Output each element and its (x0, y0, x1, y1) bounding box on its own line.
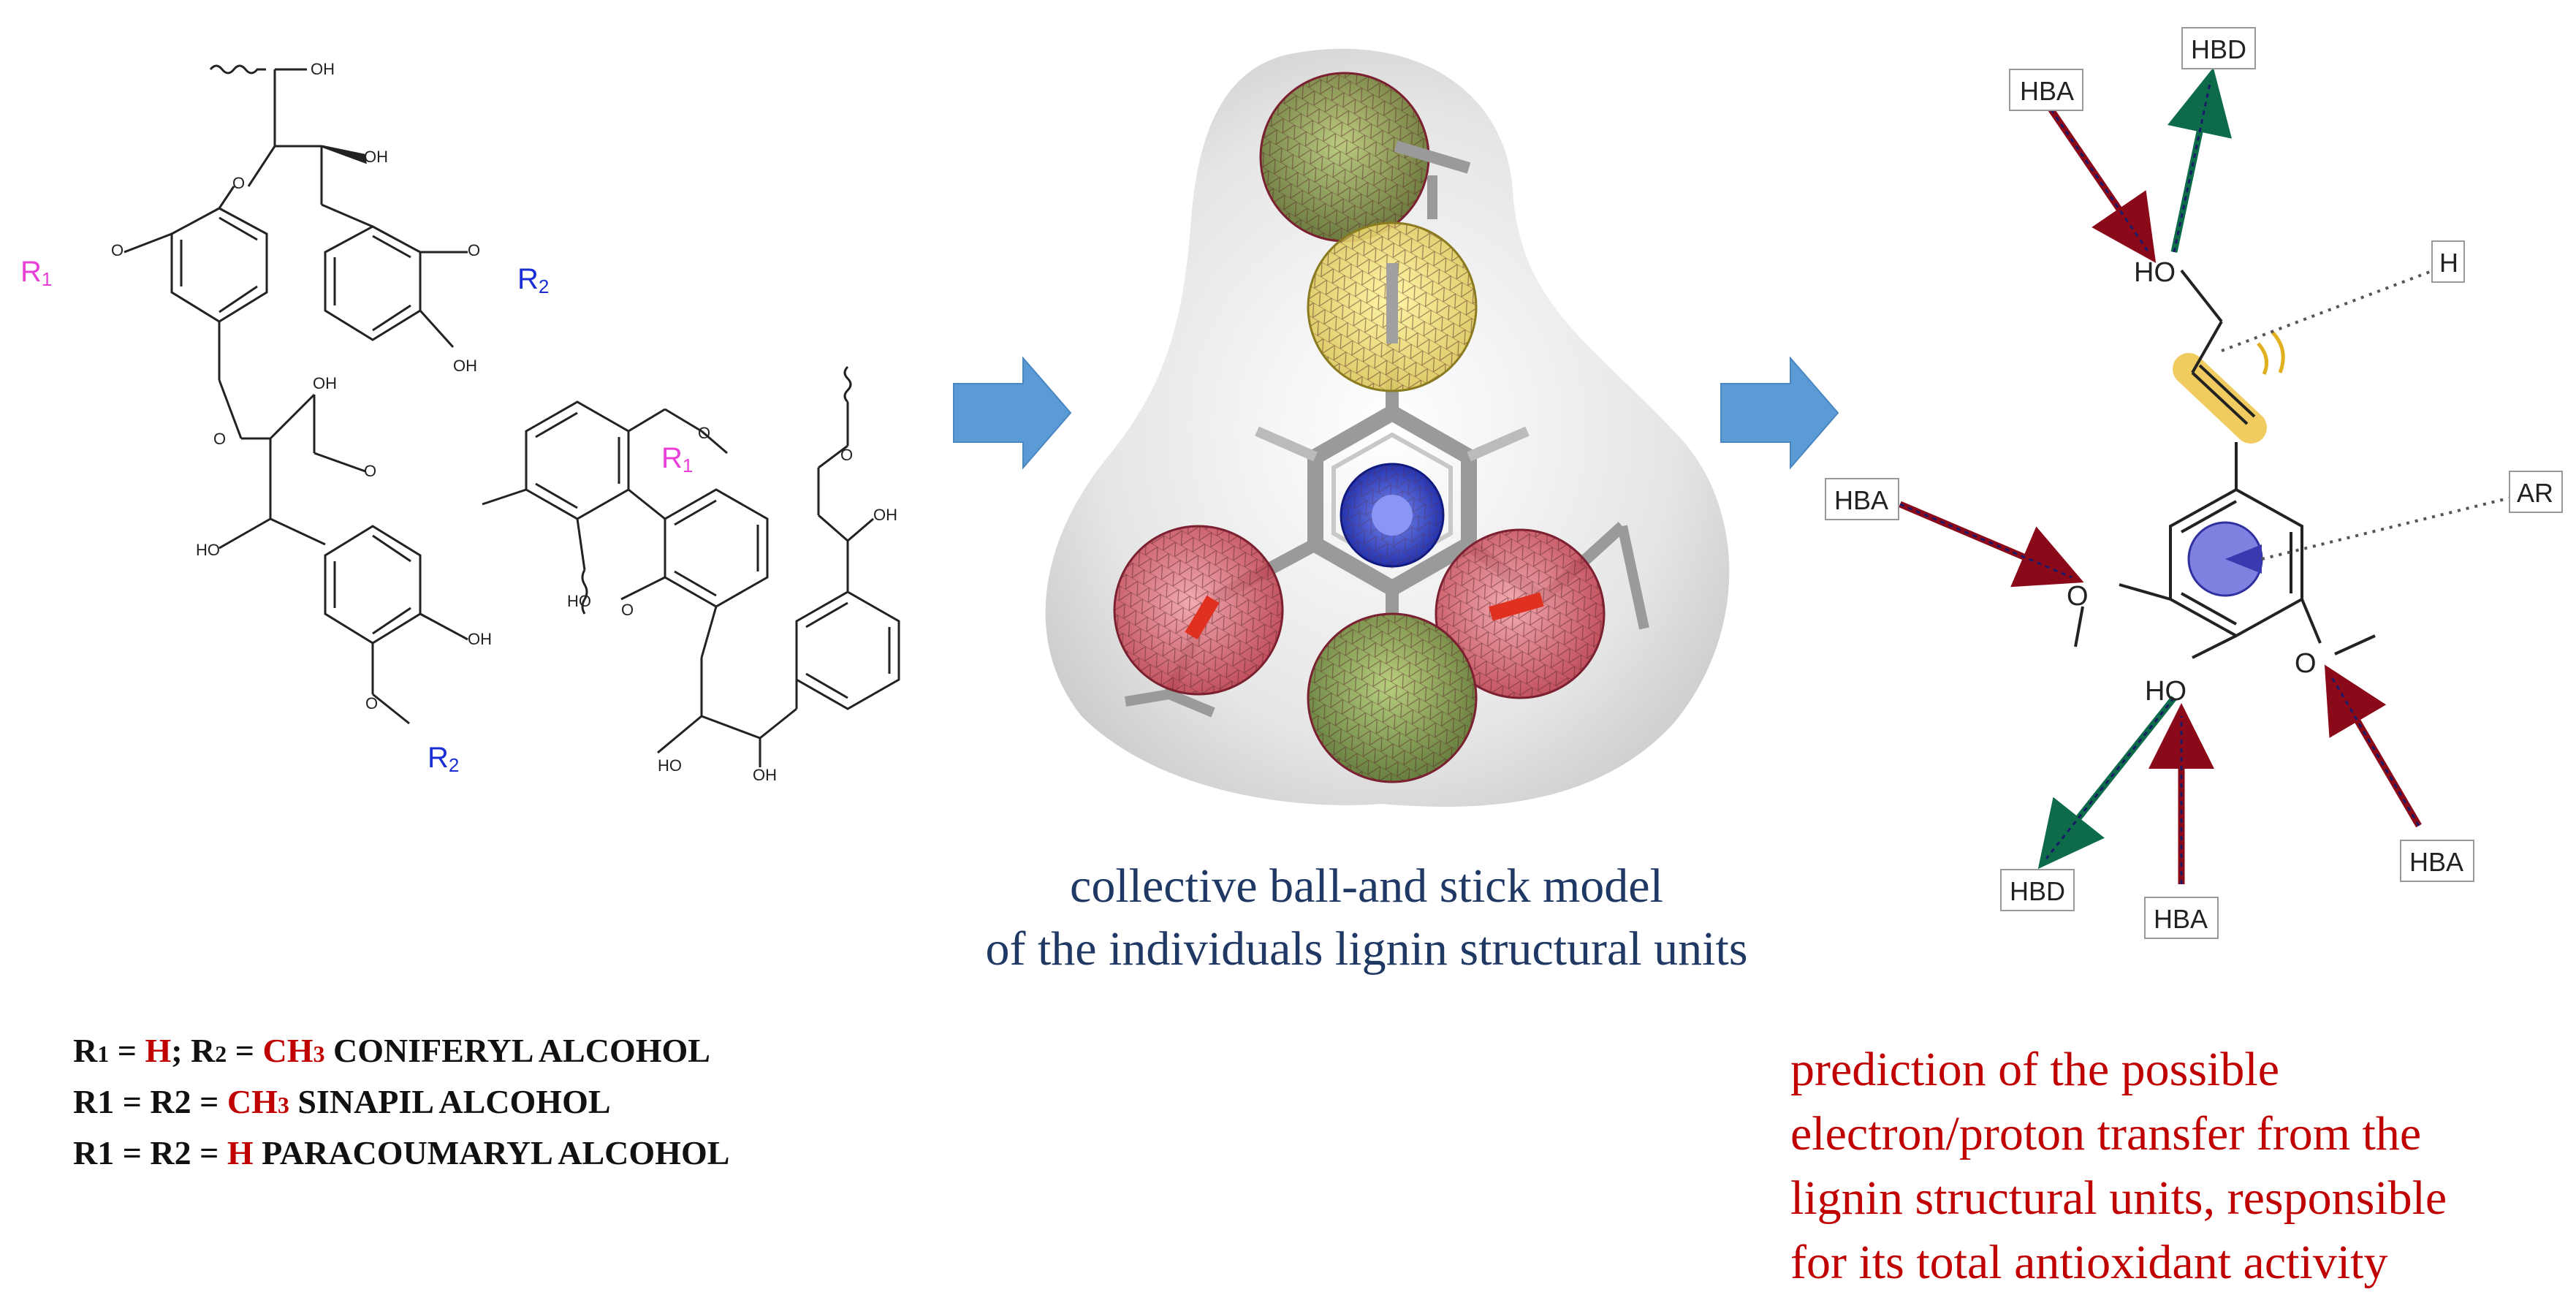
o-label-2: O (111, 241, 124, 259)
o-label-5: O (364, 462, 376, 480)
r1-label-center: R1 (661, 442, 693, 476)
right-caption-line-3: lignin structural units, responsible (1790, 1171, 2447, 1225)
ho-atom-top: HO (2134, 257, 2176, 288)
lignin-structure (124, 64, 900, 767)
structure-labels: OH OH O O O OH O OH O HO OH O HO O HO OH… (111, 60, 897, 784)
legend-line-sinapil: R1 = R2 = CH3 SINAPIL ALCOHOL (73, 1083, 611, 1120)
hba-label-right: HBA (2409, 847, 2463, 877)
oh-label-7: OH (873, 506, 897, 524)
r-group-legend: R1 = H; R2 = CH3 CONIFERYL ALCOHOL R1 = … (73, 1027, 729, 1177)
center-caption-line-2: of the individuals lignin structural uni… (985, 922, 1748, 976)
right-caption-line-4: for its total antioxidant activity (1790, 1236, 2388, 1289)
ring-5 (664, 488, 769, 608)
o-label-4: O (213, 430, 226, 448)
ring-2 (324, 225, 422, 341)
oh-label-2: OH (364, 148, 388, 166)
ar-label: AR (2517, 478, 2553, 508)
right-caption-line-2: electron/proton transfer from the (1790, 1107, 2422, 1160)
right-caption: prediction of the possible electron/prot… (1790, 1038, 2565, 1295)
o-atom-right: O (2295, 648, 2317, 679)
r2-label-top: R2 (517, 263, 549, 297)
wavy-bond-top (209, 64, 266, 75)
legend-line-coniferyl: R1 = H; R2 = CH3 CONIFERYL ALCOHOL (73, 1032, 710, 1069)
hba-label-left: HBA (1834, 485, 1888, 515)
hbd-label-bottom: HBD (2010, 876, 2065, 906)
r-group-labels: R1 R2 R1 R2 (20, 256, 693, 776)
pharmacophore-diagram: HO O HO O HBA HBD H AR HBA HBD HBA HBA (1825, 27, 2563, 939)
flow-arrow-2 (1720, 356, 1839, 470)
oh-label-5: OH (468, 630, 492, 648)
right-caption-line-1: prediction of the possible (1790, 1043, 2280, 1096)
o-label-8: O (840, 446, 853, 464)
center-caption-line-1: collective ball-and stick model (1070, 859, 1663, 913)
center-caption: collective ball-and stick model of the i… (906, 855, 1827, 981)
o-label-6: O (365, 694, 378, 712)
ring-3 (324, 525, 422, 645)
ring-4 (525, 400, 630, 520)
oh-label-6: OH (753, 766, 777, 784)
ring-1 (170, 207, 268, 323)
r2-label-bottom: R2 (428, 742, 459, 776)
hbd-label-top: HBD (2191, 34, 2246, 64)
o-label-1: O (232, 174, 245, 192)
oh-label-4: OH (313, 374, 337, 392)
o-atom-left: O (2067, 581, 2089, 612)
ball-and-stick-model (1045, 48, 1730, 807)
ho-label-2: HO (567, 592, 591, 610)
o-label-3: O (468, 241, 480, 259)
ring-6 (795, 590, 900, 710)
o-label-7: O (621, 601, 634, 619)
oh-label-1: OH (311, 60, 335, 78)
hba-label-top: HBA (2020, 76, 2074, 106)
wedge-bond (321, 145, 367, 164)
o-label-9: O (698, 424, 710, 442)
r1-label-left: R1 (20, 256, 52, 290)
flow-arrow-1 (953, 356, 1072, 470)
h-label: H (2439, 248, 2458, 278)
ho-label-1: HO (196, 541, 220, 559)
ho-label-3: HO (658, 756, 682, 775)
ho-atom-bottom: HO (2145, 676, 2186, 707)
oh-label-3: OH (453, 357, 477, 375)
hba-label-bottom: HBA (2154, 904, 2208, 934)
legend-line-paracoumaryl: R1 = R2 = H PARACOUMARYL ALCOHOL (73, 1134, 730, 1171)
